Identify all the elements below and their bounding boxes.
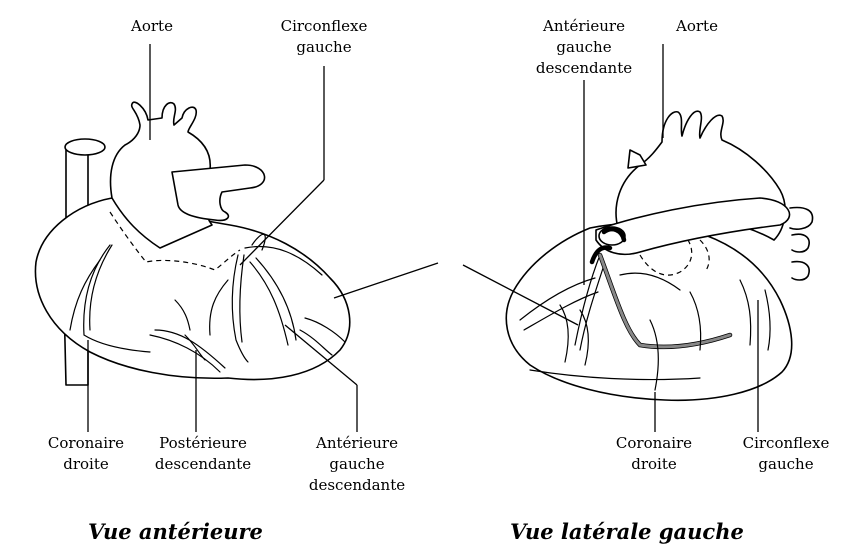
label-circonflexe-anterior: Circonflexe gauche	[280, 17, 368, 56]
label-circonflexe-lateral: Circonflexe gauche	[742, 434, 830, 473]
label-aorte-anterior: Aorte	[131, 17, 173, 35]
pulmonary-trunk	[171, 164, 266, 222]
lateral-pulmonary-trunk	[595, 197, 791, 256]
leader-lines	[87, 44, 759, 432]
lateral-heart-outline	[505, 222, 793, 402]
vena-cava-opening	[64, 138, 106, 156]
label-posterieure-anterior: Postérieure descendante	[154, 434, 252, 473]
lateral-right-coronary	[519, 277, 596, 321]
posterior-descending-artery	[149, 334, 221, 373]
label-coronaire-lateral: Coronaire droite	[615, 434, 693, 473]
lateral-heart-drawing	[505, 110, 814, 402]
caption-lateral-view: Vue latérale gauche	[510, 519, 744, 544]
label-anterieure-anterior: Antérieure gauche descendante	[308, 434, 406, 494]
label-coronaire-anterior: Coronaire droite	[47, 434, 125, 473]
label-aorte-lateral: Aorte	[676, 17, 718, 35]
label-anterieure-lateral: Antérieure gauche descendante	[535, 17, 633, 77]
circumflex-artery	[244, 245, 323, 276]
right-coronary-artery	[83, 244, 151, 353]
caption-anterior-view: Vue antérieure	[88, 519, 263, 544]
anterior-heart-drawing	[34, 101, 351, 386]
left-anterior-descending	[231, 254, 249, 363]
